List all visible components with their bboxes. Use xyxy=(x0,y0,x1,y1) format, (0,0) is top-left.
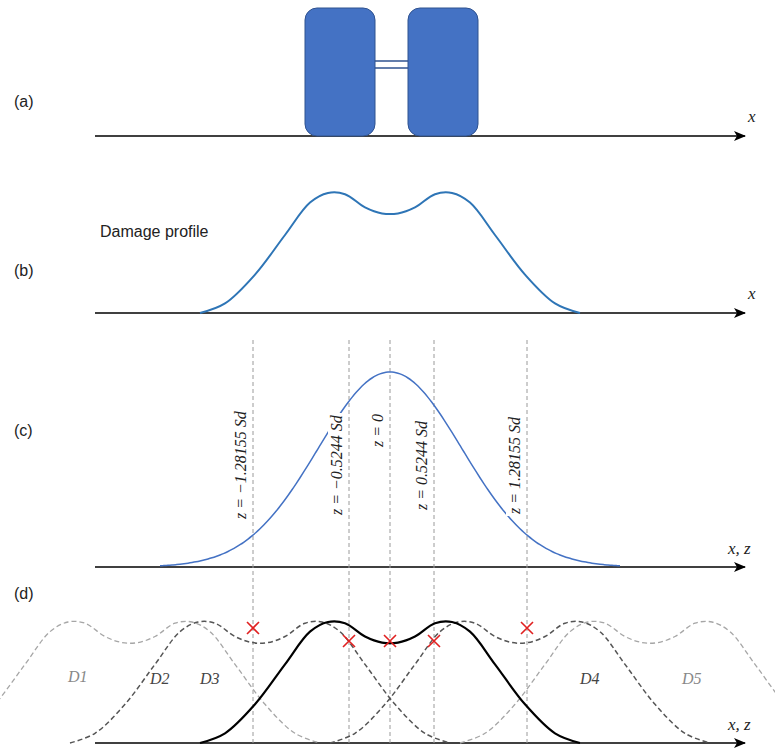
shifted-profile-curve xyxy=(330,621,710,743)
curve-label: Damage profile xyxy=(100,223,209,241)
curve-label: D1 xyxy=(68,668,88,686)
damage-profile-curve xyxy=(200,192,580,313)
axis-label: x xyxy=(748,108,756,127)
panel-label: (c) xyxy=(14,422,33,440)
z-guide-line xyxy=(434,340,435,743)
axis-label: x, z xyxy=(728,540,751,559)
z-guide-line xyxy=(527,340,528,743)
panel-label: (b) xyxy=(14,262,34,280)
axis-label: x, z xyxy=(728,716,751,735)
z-value-label: z = −1.28155 Sd xyxy=(232,409,250,521)
curve-label: D3 xyxy=(200,670,220,688)
intersection-marks xyxy=(247,622,533,647)
axes xyxy=(95,136,745,743)
axis-label: x xyxy=(748,285,756,304)
curve-label: D4 xyxy=(580,670,600,688)
panel-label: (a) xyxy=(14,93,34,111)
vehicle-wheels xyxy=(305,8,478,136)
intersection-cross xyxy=(428,635,440,647)
z-value-label: z = 0.5244 Sd xyxy=(413,418,431,511)
z-guide-line xyxy=(390,340,391,743)
intersection-cross xyxy=(384,635,396,647)
reference-profile-curve xyxy=(200,621,580,743)
z-guide-line xyxy=(253,340,254,743)
z-value-label: z = −0.5244 Sd xyxy=(328,413,346,517)
curve-label: D2 xyxy=(150,670,170,688)
z-value-label: z = 1.28155 Sd xyxy=(506,414,524,515)
panel-label: (d) xyxy=(14,585,34,603)
curve-label: D5 xyxy=(682,670,702,688)
z-value-label: z = 0 xyxy=(369,411,387,448)
profile-curves xyxy=(0,192,775,743)
intersection-cross xyxy=(343,635,355,647)
intersection-cross xyxy=(521,622,533,634)
z-guide-lines xyxy=(253,340,527,743)
intersection-cross xyxy=(247,622,259,634)
shifted-profile-curve xyxy=(70,621,450,743)
normal-distribution-curve xyxy=(160,372,620,566)
